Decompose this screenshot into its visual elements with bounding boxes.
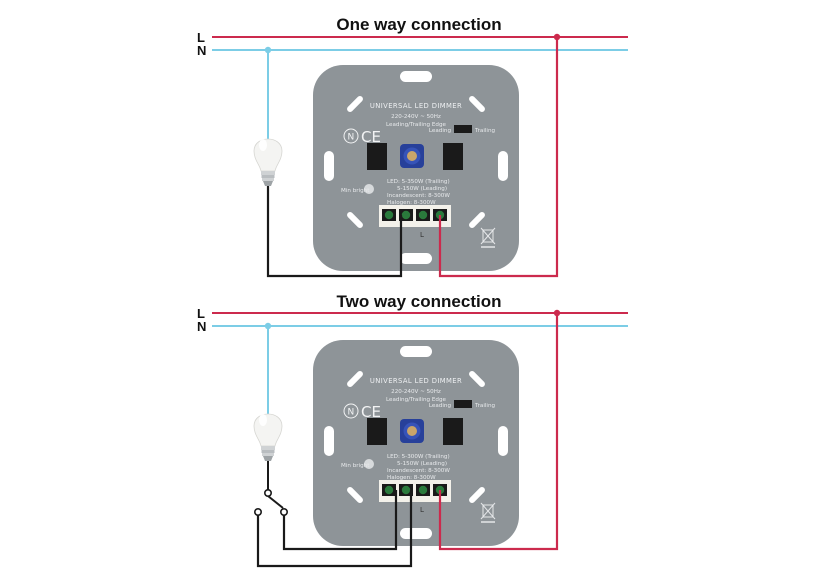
terminal-l-label: L: [420, 506, 424, 514]
dimmer-title: UNIVERSAL LED DIMMER: [370, 377, 462, 385]
dimmer-title: UNIVERSAL LED DIMMER: [370, 102, 462, 110]
dimmer-rating: 220-240V ~ 50Hz: [391, 114, 441, 120]
live-to-dimmer-wire: [438, 313, 559, 551]
switch-trailing-label: Trailing: [474, 128, 496, 134]
live-to-dimmer-wire: [438, 37, 559, 278]
spec-line-4: Halogen: 8-300W: [387, 475, 436, 481]
spec-line-3: Incandescent: 8-300W: [387, 468, 450, 474]
led-bulb-icon: [253, 138, 283, 187]
neutral-junction: [264, 46, 272, 54]
spec-line-1: LED: 5-300W (Trailing): [387, 454, 450, 460]
terminal-l-label: L: [420, 231, 424, 239]
spec-line-1: LED: 5-350W (Trailing): [387, 179, 450, 185]
neutral-label: N: [197, 319, 206, 334]
switch-leading-label: Leading: [429, 128, 452, 134]
traveller-wire-2: [282, 490, 398, 551]
ce-mark: CE: [361, 403, 381, 421]
spec-line-3: Incandescent: 8-300W: [387, 193, 450, 199]
switch-trailing-label: Trailing: [474, 403, 496, 409]
spec-line-4: Halogen: 8-300W: [387, 200, 436, 206]
dimmer-plate: UNIVERSAL LED DIMMER 220-240V ~ 50Hz Lea…: [312, 64, 520, 272]
traveller-wire-1: [256, 490, 413, 568]
load-wire: [266, 186, 403, 278]
switch-leading-label: Leading: [429, 403, 452, 409]
two-way-switch-icon: [254, 461, 288, 516]
spec-line-2: 5-150W (Leading): [397, 461, 447, 467]
dimmer-mode: Leading/Trailing Edge: [386, 122, 446, 128]
two-way-diagram: Two way connection L N UNIVERSAL LED DIM…: [197, 292, 628, 568]
live-label: L: [197, 30, 205, 45]
led-bulb-icon: [253, 413, 283, 462]
dimmer-rating: 220-240V ~ 50Hz: [391, 389, 441, 395]
min-bright-label: Min bright: [341, 463, 370, 469]
ce-mark: CE: [361, 128, 381, 146]
live-label: L: [197, 306, 205, 321]
min-bright-label: Min bright: [341, 188, 370, 194]
diagram-title: One way connection: [336, 15, 501, 34]
diagram-title: Two way connection: [337, 292, 502, 311]
neutral-junction: [264, 322, 272, 330]
neutral-label: N: [197, 43, 206, 58]
one-way-diagram: One way connection L N UNIVERSAL LED DIM…: [197, 15, 628, 278]
dimmer-mode: Leading/Trailing Edge: [386, 397, 446, 403]
dimmer-plate: UNIVERSAL LED DIMMER 220-240V ~ 50Hz Lea…: [312, 339, 520, 547]
spec-line-2: 5-150W (Leading): [397, 186, 447, 192]
